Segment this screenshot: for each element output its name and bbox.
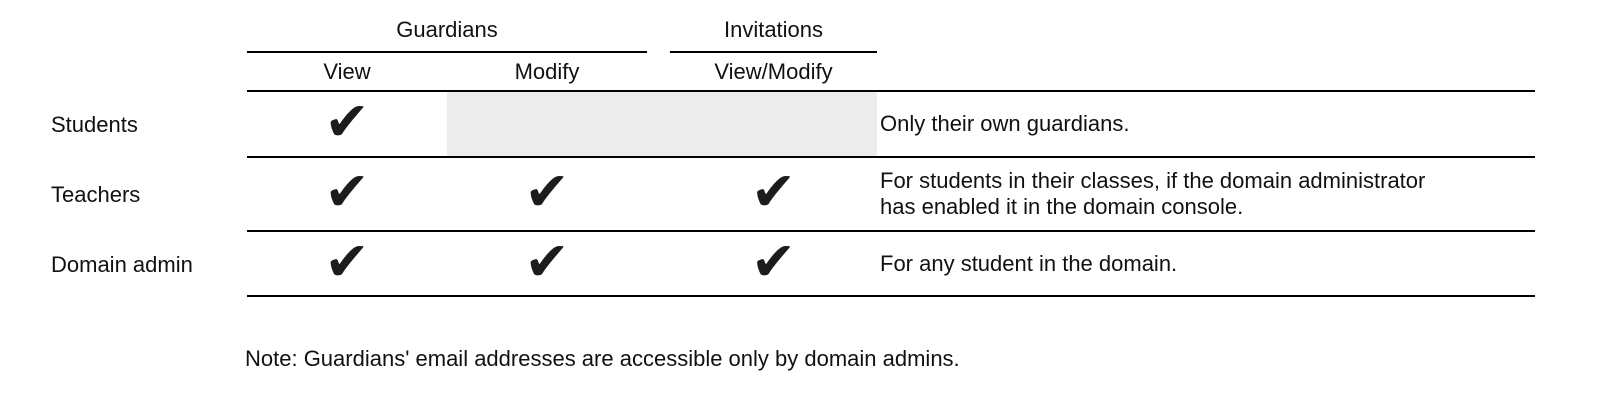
corner-spacer [0,53,247,92]
table-group-header-row: Guardians Invitations [0,8,1535,53]
row-label-teachers: Teachers [51,182,141,207]
col-header-modify: Modify [447,53,647,92]
note-domain-admin: For any student in the domain. [877,232,1535,297]
table-row-teachers: Teachers ✔ ✔ ✔ For students in their cla… [0,158,1535,232]
permissions-table: Guardians Invitations View Modify View/M… [0,8,1535,297]
guardians-group-header: Guardians [247,8,647,53]
cell-teachers-gap [647,158,670,232]
corner-spacer [0,8,247,53]
col-header-view: View [247,53,447,92]
notes-header-spacer [877,8,1535,53]
col-header-view-modify: View/Modify [670,53,877,92]
footnote: Note: Guardians' email addresses are acc… [245,346,960,371]
table-row-students: Students ✔ Only their own guardians. [0,92,1535,158]
cell-students-guardians-modify [447,92,647,158]
group-gap [647,8,670,53]
note-students: Only their own guardians. [877,92,1535,158]
note-teachers: For students in their classes, if the do… [877,158,1535,232]
invitations-group-header: Invitations [670,8,877,53]
row-label-students: Students [51,112,138,137]
cell-students-invitations-viewmodify [670,92,877,158]
table-row-domain-admin: Domain admin ✔ ✔ ✔ For any student in th… [0,232,1535,297]
row-label-domain-admin: Domain admin [51,251,193,277]
cell-teachers-guardians-view: ✔ [247,158,447,232]
cell-admin-guardians-modify: ✔ [447,232,647,297]
notes-header-spacer [877,53,1535,92]
cell-admin-invitations-viewmodify: ✔ [670,232,877,297]
cell-teachers-invitations-viewmodify: ✔ [670,158,877,232]
cell-teachers-guardians-modify: ✔ [447,158,647,232]
table-column-header-row: View Modify View/Modify [0,53,1535,92]
cell-admin-gap [647,232,670,297]
cell-students-gap [647,92,670,158]
cell-students-guardians-view: ✔ [247,92,447,158]
header-gap [647,53,670,92]
cell-admin-guardians-view: ✔ [247,232,447,297]
